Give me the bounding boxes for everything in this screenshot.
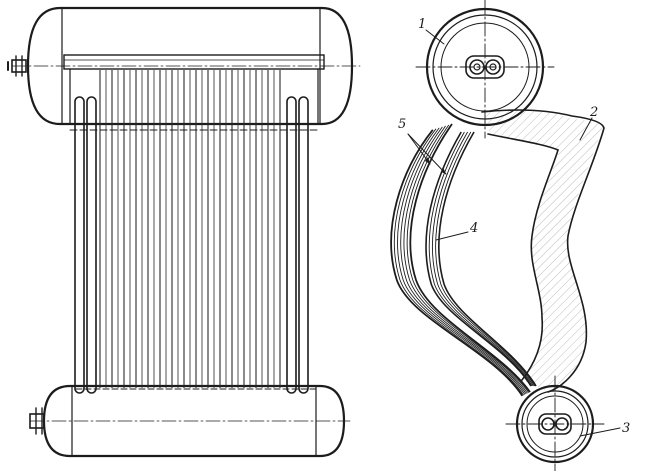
bent-tube (400, 126, 527, 395)
lower-drum-section (505, 375, 605, 471)
bent-tube (438, 131, 537, 387)
tube-bank-front (99, 70, 281, 388)
bent-tube (397, 127, 526, 395)
upper-drum-nozzles (465, 55, 505, 79)
lower-nozzle-front (29, 407, 45, 435)
tube-bundle-left (390, 123, 537, 397)
downcomer-tubes-left (74, 96, 97, 394)
bent-tube (390, 129, 524, 397)
upper-drum-front (11, 6, 361, 126)
bent-tube (403, 125, 528, 394)
callout-4: 4 (469, 221, 478, 236)
bent-tube (409, 123, 531, 393)
lower-drum-front (29, 384, 351, 458)
callout-2: 2 (589, 105, 598, 120)
callout-5: 5 (398, 117, 406, 132)
bent-tube (432, 131, 534, 387)
callout-3: 3 (622, 421, 630, 436)
bent-tube (428, 131, 533, 387)
front-view (7, 6, 361, 458)
bent-tube (406, 124, 530, 393)
bent-tube (425, 131, 532, 387)
downcomer-tubes-right (286, 96, 309, 394)
leader-lines (407, 29, 621, 437)
callout-1: 1 (418, 17, 426, 32)
upper-nozzle-front (7, 55, 27, 77)
upper-drum-section (415, 0, 555, 139)
tube-bundle-right (481, 109, 605, 393)
bent-tube (435, 131, 536, 387)
side-view: 1 2 3 4 5 (390, 0, 630, 471)
lower-drum-nozzles (538, 413, 572, 435)
bent-tube (393, 128, 524, 396)
